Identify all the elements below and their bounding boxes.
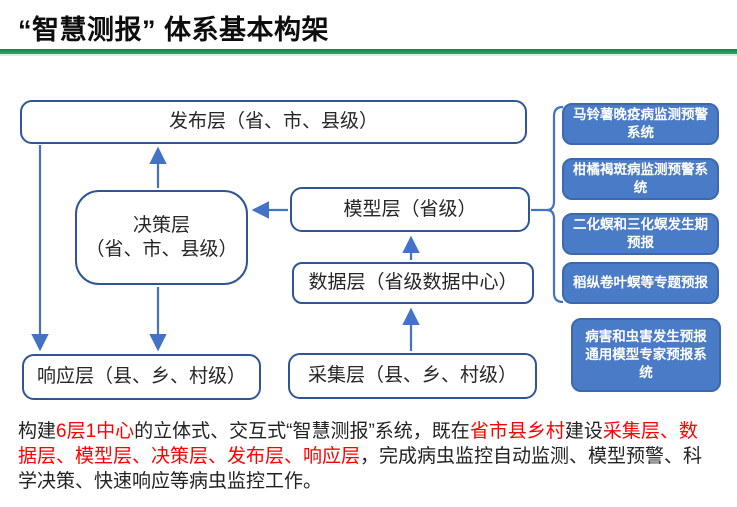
system-box-potato-late-blight: 马铃薯晚疫病监测预警系统 bbox=[562, 103, 719, 145]
box-publish-layer: 发布层（省、市、县级） bbox=[20, 100, 527, 144]
system-box-citrus-brown-spot: 柑橘褐斑病监测预警系统 bbox=[562, 158, 719, 200]
summary-segment: 构建 bbox=[18, 421, 57, 442]
summary-segment: ，完成病虫监控自动监测、模型预警、科学决策、快速响应等病虫监控工作。 bbox=[18, 446, 703, 492]
summary-segment: 省市县乡村 bbox=[469, 421, 565, 442]
box-data-layer: 数据层（省级数据中心） bbox=[292, 262, 534, 304]
box-response-layer: 响应层（县、乡、村级） bbox=[22, 354, 261, 400]
system-box-leaf-roller-forecast: 稻纵卷叶螟等专题预报 bbox=[562, 262, 719, 304]
box-model-layer: 模型层（省级） bbox=[290, 187, 530, 232]
summary-segment: 建设 bbox=[564, 421, 603, 442]
green-divider bbox=[0, 49, 737, 56]
system-box-general-expert-forecast: 病害和虫害发生预报通用模型专家预报系统 bbox=[571, 318, 721, 392]
summary-segment: 采集层、数据层、模型层、决策层、发布层、响应层 bbox=[18, 421, 698, 467]
system-box-stem-borer-forecast: 二化螟和三化螟发生期预报 bbox=[562, 213, 719, 255]
summary-paragraph: 构建6层1中心的立体式、交互式“智慧测报”系统，既在省市县乡村建设采集层、数据层… bbox=[18, 419, 714, 494]
box-decision-layer: 决策层 （省、市、县级） bbox=[75, 190, 248, 285]
summary-segment: 的立体式、交互式“智慧测报”系统，既在 bbox=[134, 421, 470, 442]
curly-brace bbox=[546, 105, 564, 304]
box-collect-layer: 采集层（县、乡、村级） bbox=[288, 353, 537, 399]
page-title: “智慧测报” 体系基本构架 bbox=[18, 15, 330, 45]
summary-segment: 6层1中心 bbox=[56, 421, 135, 442]
